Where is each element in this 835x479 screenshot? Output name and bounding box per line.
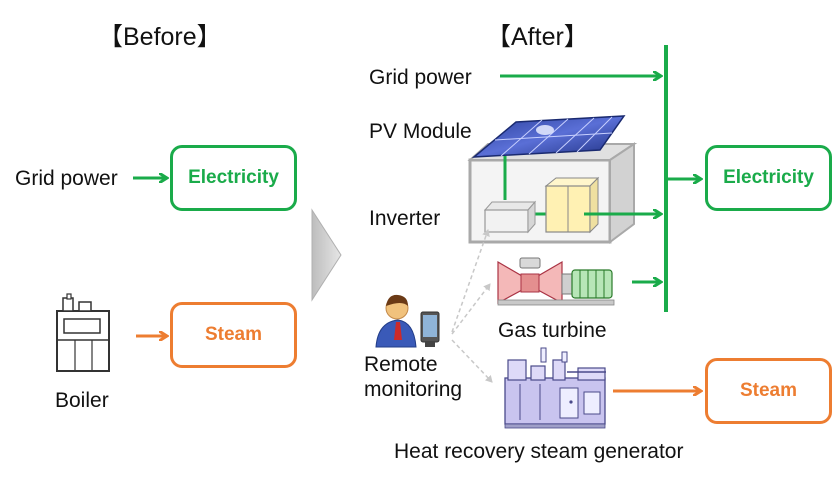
- after-grid-power-label: Grid power: [369, 66, 472, 89]
- before-steam-label: Steam: [204, 324, 263, 345]
- gas-turbine-icon: [497, 257, 615, 306]
- boiler-icon: [56, 293, 110, 372]
- before-steam-box: Steam: [170, 302, 297, 368]
- after-steam-label: Steam: [739, 380, 798, 401]
- inverter-label: Inverter: [369, 207, 441, 230]
- power-conditioner-icon: [544, 176, 600, 234]
- monitoring-dashed-links: [451, 229, 493, 383]
- after-electricity-box: Electricity: [705, 145, 832, 211]
- boiler-label: Boiler: [55, 389, 109, 412]
- after-steam-box: Steam: [705, 358, 832, 424]
- transition-chevron: [311, 208, 342, 302]
- before-grid-power-label: Grid power: [15, 167, 118, 190]
- after-electricity-label: Electricity: [723, 167, 814, 188]
- hrsg-label: Heat recovery steam generator: [394, 440, 684, 463]
- gas-turbine-label: Gas turbine: [498, 319, 607, 342]
- remote-monitoring-label-line2: monitoring: [364, 378, 463, 401]
- hrsg-icon: [504, 347, 606, 429]
- inverter-icon: [483, 200, 537, 234]
- remote-monitoring-label-line1: Remote: [364, 353, 438, 376]
- before-header: 【Before】: [98, 23, 222, 51]
- after-header: 【After】: [486, 23, 589, 51]
- before-electricity-label: Electricity: [188, 167, 279, 188]
- pv-module-label: PV Module: [369, 120, 472, 143]
- remote-operator-icon: [375, 294, 440, 348]
- pv-module-icon: [471, 115, 626, 158]
- before-electricity-box: Electricity: [170, 145, 297, 211]
